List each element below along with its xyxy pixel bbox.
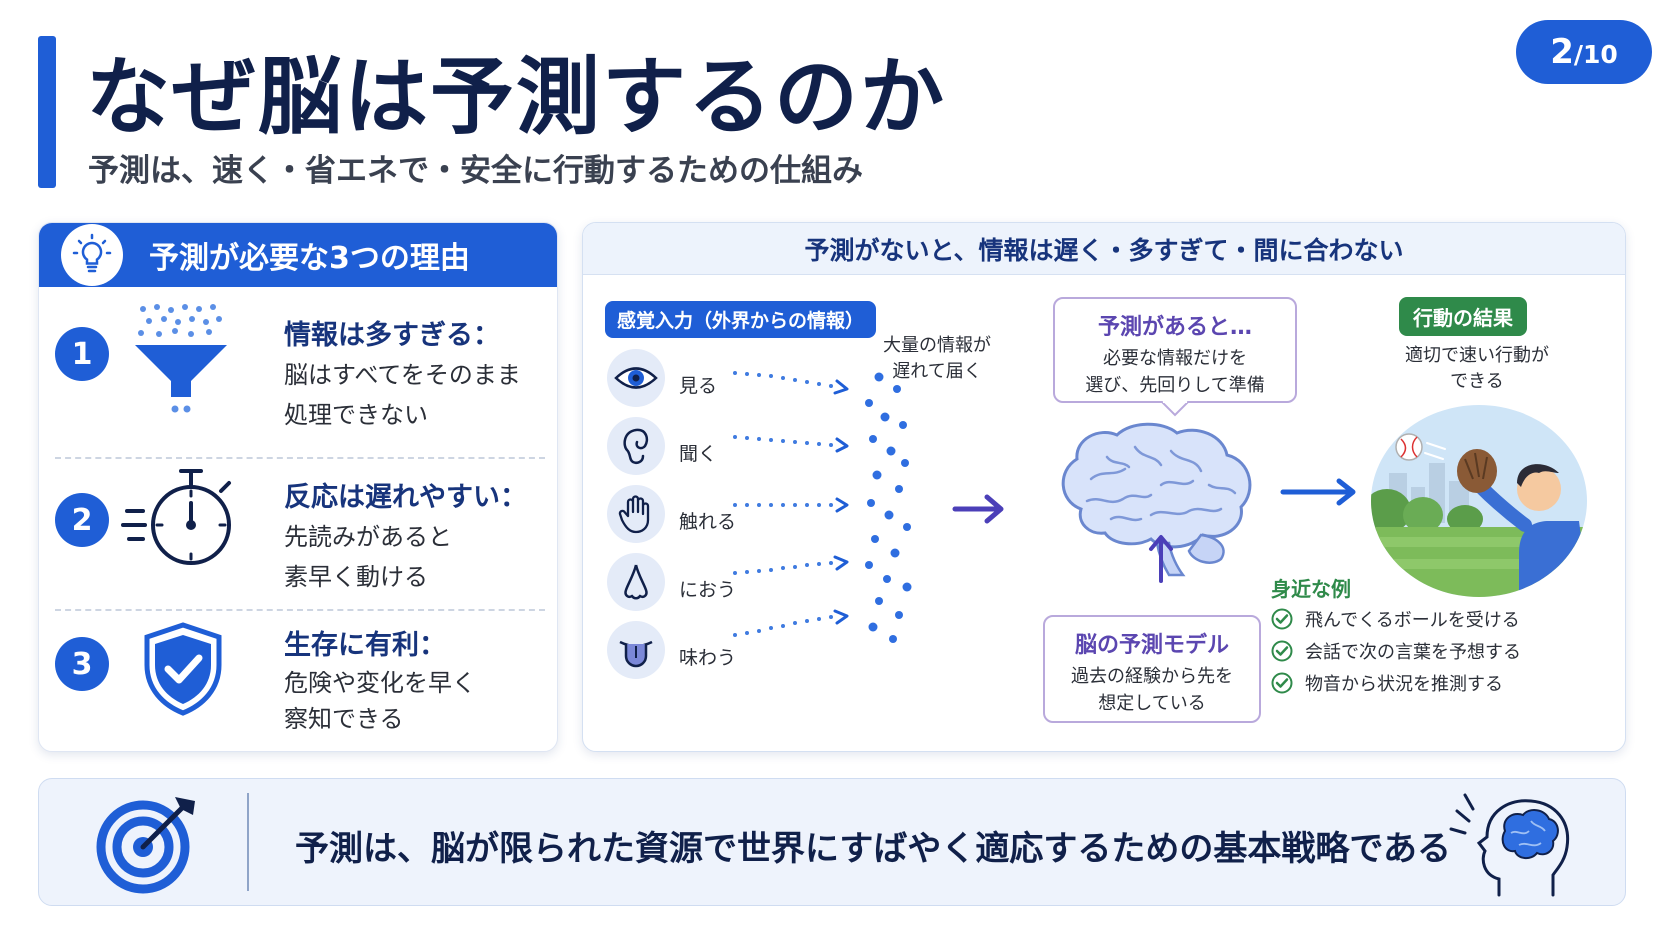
reason-heading: 情報は多すぎる： — [284, 320, 500, 351]
sense-label-taste: 味わう — [679, 647, 737, 669]
sensory-input-label: 感覚入力（外界からの情報） — [605, 301, 877, 338]
baseball-catch-illustration — [1369, 403, 1589, 603]
prediction-box-line1: 必要な情報だけを — [1103, 348, 1247, 369]
example-text: 物音から状況を推測する — [1305, 674, 1503, 695]
title-accent-bar — [38, 36, 56, 188]
reason-divider — [55, 609, 545, 611]
reason-divider — [55, 457, 545, 459]
examples-heading: 身近な例 — [1271, 577, 1351, 601]
result-line2: できる — [1450, 371, 1504, 393]
example-item: 飛んでくるボールを受ける — [1271, 603, 1521, 635]
prediction-box: 予測があると… 必要な情報だけを 選び、先回りして準備 — [1053, 297, 1297, 403]
reasons-card-header: 予測が必要な3つの理由 — [39, 223, 557, 287]
shield-check-icon — [141, 621, 225, 721]
reason-item-2: 2 反応は遅れやすい： 先 — [39, 459, 557, 609]
example-text: 飛んでくるボールを受ける — [1305, 610, 1520, 631]
reason-text-line1: 危険や変化を早く — [284, 669, 476, 697]
nose-icon — [607, 553, 665, 611]
reason-item-1: 1 情報は多すぎる： 脳はすべてをそのまま 処理できない — [39, 287, 557, 447]
reason-text-line2: 素早く動ける — [284, 563, 428, 591]
reason-number: 2 — [55, 493, 109, 547]
check-circle-icon — [1271, 608, 1293, 630]
hand-icon — [607, 485, 665, 543]
sense-label-smell: におう — [679, 579, 737, 601]
example-item: 物音から状況を推測する — [1271, 667, 1521, 699]
prediction-box-title: 予測があると… — [1097, 315, 1252, 340]
flood-note: 大量の情報が 遅れて届く — [883, 333, 991, 385]
action-result-note: 適切で速い行動が できる — [1365, 343, 1589, 395]
sense-label-hear: 聞く — [679, 443, 718, 465]
process-card-title: 予測がないと、情報は遅く・多すぎて・間に合わない — [583, 223, 1625, 275]
page-subtitle: 予測は、速く・省エネで・安全に行動するための仕組み — [88, 153, 863, 189]
banner-separator — [247, 793, 249, 891]
sensory-flow-graphic — [733, 371, 1004, 643]
page-total: /10 — [1573, 40, 1618, 69]
flood-note-line2: 遅れて届く — [892, 361, 982, 383]
up-arrow-icon — [1149, 535, 1173, 583]
action-result-label: 行動の結果 — [1399, 297, 1527, 336]
reason-heading: 生存に有利： — [284, 630, 446, 661]
reason-text-line1: 先読みがあると — [284, 523, 452, 551]
head-brain-icon — [1449, 787, 1579, 903]
model-box-line2: 想定している — [1098, 693, 1206, 714]
sense-label-touch: 触れる — [679, 511, 737, 533]
example-text: 会話で次の言葉を予想する — [1305, 642, 1521, 663]
conclusion-text: 予測は、脳が限られた資源で世界にすばやく適応するための基本戦略である — [295, 829, 1451, 869]
stopwatch-icon — [121, 463, 241, 579]
right-arrow-icon — [1280, 478, 1356, 506]
reason-text-line2: 察知できる — [284, 705, 404, 733]
reason-item-3: 3 生存に有利： 危険や変化を早く 察知できる — [39, 611, 557, 751]
reason-number: 1 — [55, 327, 109, 381]
reason-text-line2: 処理できない — [284, 401, 428, 429]
reason-heading: 反応は遅れやすい： — [284, 482, 527, 513]
reason-text-line1: 脳はすべてをそのまま — [284, 361, 521, 389]
eye-icon — [607, 349, 665, 407]
conclusion-banner: 予測は、脳が限られた資源で世界にすばやく適応するための基本戦略である — [38, 778, 1626, 906]
check-circle-icon — [1271, 640, 1293, 662]
process-card: 予測がないと、情報は遅く・多すぎて・間に合わない 感覚入力（外界からの情報） 見… — [582, 222, 1626, 752]
lightbulb-icon — [61, 224, 123, 286]
page-number-badge: 2 /10 — [1516, 20, 1652, 84]
funnel-icon — [131, 301, 231, 425]
flood-note-line1: 大量の情報が — [883, 335, 991, 356]
page-current: 2 — [1550, 32, 1574, 72]
prediction-box-pointer — [1161, 401, 1189, 417]
prediction-model-box: 脳の予測モデル 過去の経験から先を 想定している — [1043, 615, 1261, 723]
reasons-card: 予測が必要な3つの理由 1 情報は多すぎる： 脳はすべてをそのまま 処理できない… — [38, 222, 558, 752]
reason-number: 3 — [55, 637, 109, 691]
prediction-box-line2: 選び、先回りして準備 — [1085, 375, 1265, 396]
tongue-icon — [607, 621, 665, 679]
sense-label-see: 見る — [679, 375, 718, 397]
target-icon — [95, 791, 199, 899]
model-box-title: 脳の予測モデル — [1074, 633, 1229, 658]
brain-icon — [1051, 419, 1263, 583]
example-item: 会話で次の言葉を予想する — [1271, 635, 1521, 667]
check-circle-icon — [1271, 672, 1293, 694]
examples-list: 飛んでくるボールを受ける 会話で次の言葉を予想する 物音から状況を推測する — [1271, 603, 1521, 699]
result-line1: 適切で速い行動が — [1405, 345, 1549, 366]
page-title: なぜ脳は予測するのか — [86, 48, 947, 146]
ear-icon — [607, 417, 665, 475]
reasons-card-title: 予測が必要な3つの理由 — [149, 241, 470, 276]
model-box-line1: 過去の経験から先を — [1071, 666, 1233, 687]
